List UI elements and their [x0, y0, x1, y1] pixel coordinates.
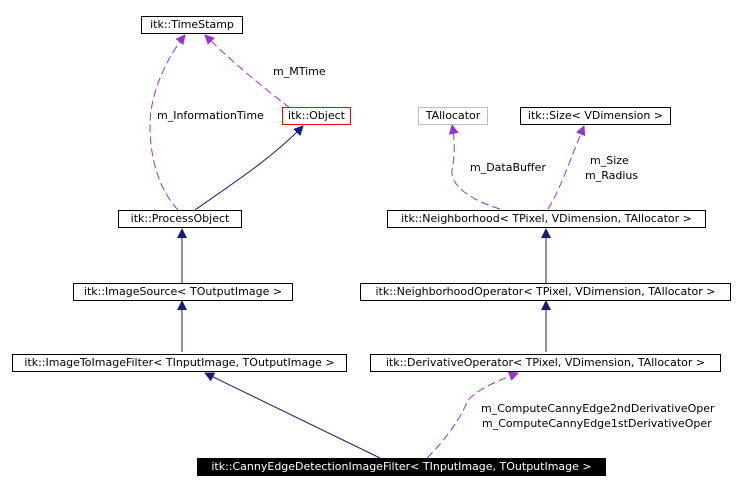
edge-processobject-object	[194, 125, 304, 211]
edge-derivative-opers	[426, 371, 519, 459]
edge-data-buffer	[448, 124, 501, 210]
node-process-object[interactable]: itk::ProcessObject	[118, 210, 242, 228]
node-neighborhood-operator[interactable]: itk::NeighborhoodOperator< TPixel, VDime…	[360, 283, 731, 301]
edge-information-time	[149, 34, 186, 211]
node-image-to-image-filter[interactable]: itk::ImageToImageFilter< TInputImage, TO…	[12, 354, 347, 372]
node-timestamp[interactable]: itk::TimeStamp	[141, 16, 243, 34]
label-m-mtime: m_MTime	[273, 65, 326, 78]
node-canny-edge-detection[interactable]: itk::CannyEdgeDetectionImageFilter< TInp…	[197, 458, 606, 476]
node-object[interactable]: itk::Object	[282, 107, 351, 125]
node-neighborhood[interactable]: itk::Neighborhood< TPixel, VDimension, T…	[387, 210, 706, 228]
label-m-data-buffer: m_DataBuffer	[470, 161, 546, 174]
node-size[interactable]: itk::Size< VDimension >	[520, 107, 671, 125]
edge-mtime	[204, 34, 291, 109]
edge-canny-imagetoimage	[204, 372, 381, 459]
label-m-information-time: m_InformationTime	[157, 109, 264, 122]
label-m-1st-derivative-oper: m_ComputeCannyEdge1stDerivativeOper	[482, 417, 712, 430]
label-m-radius: m_Radius	[585, 169, 639, 182]
label-m-2nd-derivative-oper: m_ComputeCannyEdge2ndDerivativeOper	[481, 402, 715, 415]
edge-size-radius	[547, 125, 586, 210]
node-image-source[interactable]: itk::ImageSource< TOutputImage >	[73, 283, 293, 301]
label-m-size: m_Size	[590, 154, 629, 167]
node-derivative-operator[interactable]: itk::DerivativeOperator< TPixel, VDimens…	[370, 354, 721, 372]
node-tallocator[interactable]: TAllocator	[418, 107, 488, 125]
